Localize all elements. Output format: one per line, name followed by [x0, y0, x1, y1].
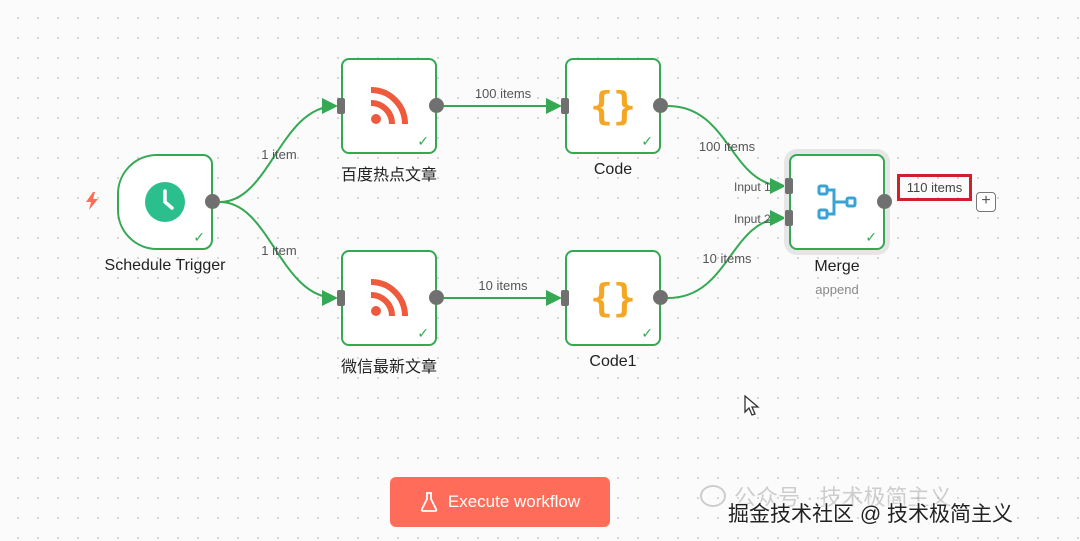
success-check-icon: ✓ [641, 325, 653, 341]
schedule-trigger-node[interactable]: ✓ [117, 154, 213, 250]
output-handle[interactable] [653, 98, 668, 113]
output-handle[interactable] [205, 194, 220, 209]
node-subtitle: append [815, 282, 859, 297]
braces-icon: {} [590, 84, 636, 128]
edge-item-count: 100 items [698, 139, 756, 154]
braces-icon: {} [590, 276, 636, 320]
watermark-wechat: 公众号 · 技术极简主义 [700, 480, 952, 512]
node-label: Code [593, 161, 633, 178]
node-label: 微信最新文章 [340, 359, 438, 376]
connection-code-merge[interactable] [667, 105, 786, 194]
edge-item-count: 10 items [702, 251, 752, 266]
edge-item-count: 1 item [261, 147, 297, 162]
connection-trigger-baidu[interactable] [219, 98, 338, 203]
connection-trigger-wechat[interactable] [219, 201, 338, 306]
lightning-icon [86, 192, 98, 210]
node-label: Schedule Trigger [104, 257, 226, 274]
input-handle[interactable] [561, 98, 569, 114]
merge-icon [791, 156, 883, 248]
success-check-icon: ✓ [417, 325, 429, 341]
flask-icon [420, 492, 438, 512]
edge-item-count: 10 items [478, 278, 528, 293]
success-check-icon: ✓ [417, 133, 429, 149]
watermark-top-text: 公众号 · 技术极简主义 [734, 485, 952, 510]
connection-code1-merge[interactable] [667, 210, 786, 299]
input-handle[interactable] [337, 290, 345, 306]
input-2-handle[interactable] [785, 210, 793, 226]
clock-icon [119, 156, 211, 248]
edge-item-count: 1 item [261, 243, 297, 258]
wechat-logo-icon [700, 485, 726, 507]
watermark-juejin: 掘金技术社区 @ 技术极简主义 [728, 503, 1013, 526]
input-1-handle[interactable] [785, 178, 793, 194]
wechat-rss-node[interactable]: ✓ [341, 250, 437, 346]
code-node[interactable]: {} ✓ [565, 58, 661, 154]
output-handle[interactable] [653, 290, 668, 305]
execute-workflow-button[interactable]: Execute workflow [390, 477, 610, 527]
output-handle[interactable] [877, 194, 892, 209]
success-check-icon: ✓ [641, 133, 653, 149]
input-1-label: Input 1 [734, 180, 771, 194]
node-label: Code1 [589, 353, 637, 370]
input-2-label: Input 2 [734, 212, 771, 226]
edge-item-count: 100 items [474, 86, 532, 101]
rss-icon [343, 252, 435, 344]
mouse-cursor-icon [744, 395, 760, 416]
input-handle[interactable] [337, 98, 345, 114]
node-label: Merge [814, 258, 860, 275]
output-handle[interactable] [429, 290, 444, 305]
success-check-icon: ✓ [865, 229, 877, 245]
rss-icon [343, 60, 435, 152]
execute-workflow-label: Execute workflow [447, 492, 581, 511]
input-handle[interactable] [561, 290, 569, 306]
node-label: 百度热点文章 [340, 167, 438, 184]
output-items-badge: 110 items [897, 174, 972, 201]
success-check-icon: ✓ [193, 229, 205, 245]
baidu-rss-node[interactable]: ✓ [341, 58, 437, 154]
add-node-button[interactable]: + [976, 192, 996, 212]
merge-node[interactable]: ✓ [789, 154, 885, 250]
output-handle[interactable] [429, 98, 444, 113]
code1-node[interactable]: {} ✓ [565, 250, 661, 346]
